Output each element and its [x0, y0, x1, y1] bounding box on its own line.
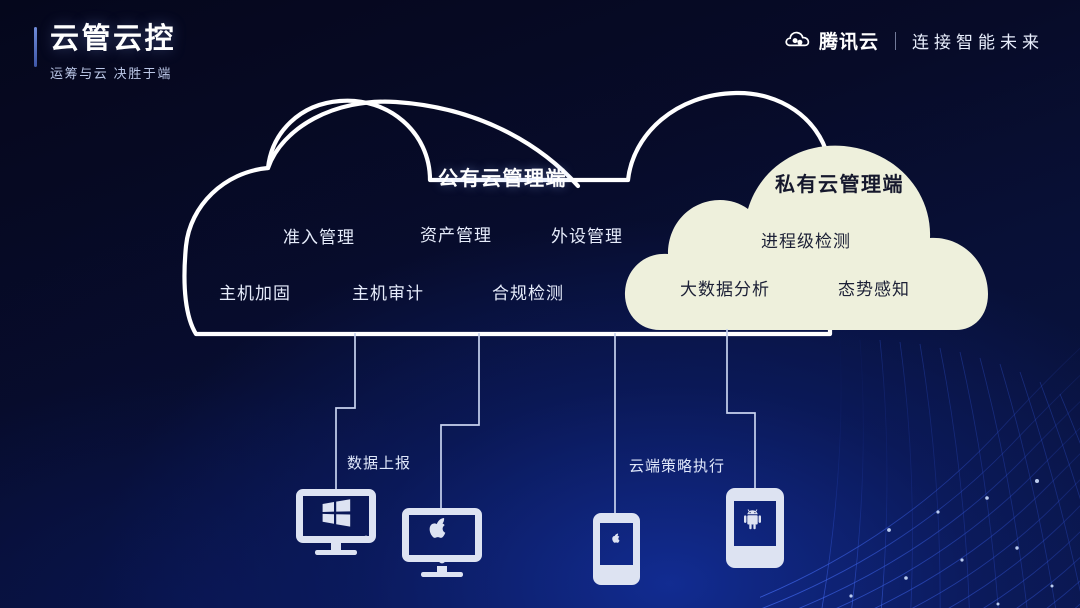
android-phone-icon: [726, 488, 784, 568]
public-cloud-item-0[interactable]: 准入管理: [283, 228, 355, 247]
private-cloud-item-1[interactable]: 大数据分析: [680, 280, 770, 299]
connector-windows: [335, 333, 356, 490]
brand-block: 云管云控 运筹与云 决胜于端: [34, 24, 176, 82]
public-cloud-dome: [265, 99, 581, 189]
private-cloud-shape: [624, 145, 988, 330]
connector-mac: [440, 333, 480, 509]
iphone-icon: [593, 513, 640, 585]
flow-label-data-report: 数据上报: [347, 455, 412, 472]
private-cloud-item-2[interactable]: 态势感知: [838, 280, 910, 299]
brand-accent-bar: [34, 27, 37, 67]
connector-android: [726, 329, 756, 489]
page-title: 云管云控: [50, 23, 177, 55]
public-cloud-item-4[interactable]: 主机审计: [352, 284, 424, 303]
page-subtitle: 运筹与云 决胜于端: [50, 66, 173, 82]
public-cloud-item-2[interactable]: 外设管理: [551, 227, 623, 246]
public-cloud-item-3[interactable]: 主机加固: [219, 284, 291, 303]
mac-desktop-icon: [402, 508, 482, 577]
logo-wordmark: 腾讯云: [818, 32, 879, 53]
windows-desktop-icon: [296, 489, 376, 555]
private-cloud-heading: 私有云管理端: [775, 174, 904, 196]
private-cloud-item-0[interactable]: 进程级检测: [761, 232, 851, 251]
public-cloud-item-5[interactable]: 合规检测: [492, 284, 564, 303]
tencent-cloud-logo-icon: [785, 31, 810, 46]
flow-label-cloud-policy: 云端策略执行: [629, 458, 726, 475]
logo-divider: [895, 31, 896, 50]
slide-header: 云管云控 运筹与云 决胜于端 腾讯云 连接智能未来: [0, 0, 1080, 96]
brand-text: 云管云控 运筹与云 决胜于端: [50, 24, 176, 82]
public-cloud-heading: 公有云管理端: [438, 168, 567, 190]
public-cloud-item-1[interactable]: 资产管理: [420, 226, 492, 245]
logo-tagline: 连接智能未来: [912, 33, 1044, 52]
tencent-cloud-logo-block: 腾讯云 连接智能未来: [785, 27, 1044, 54]
